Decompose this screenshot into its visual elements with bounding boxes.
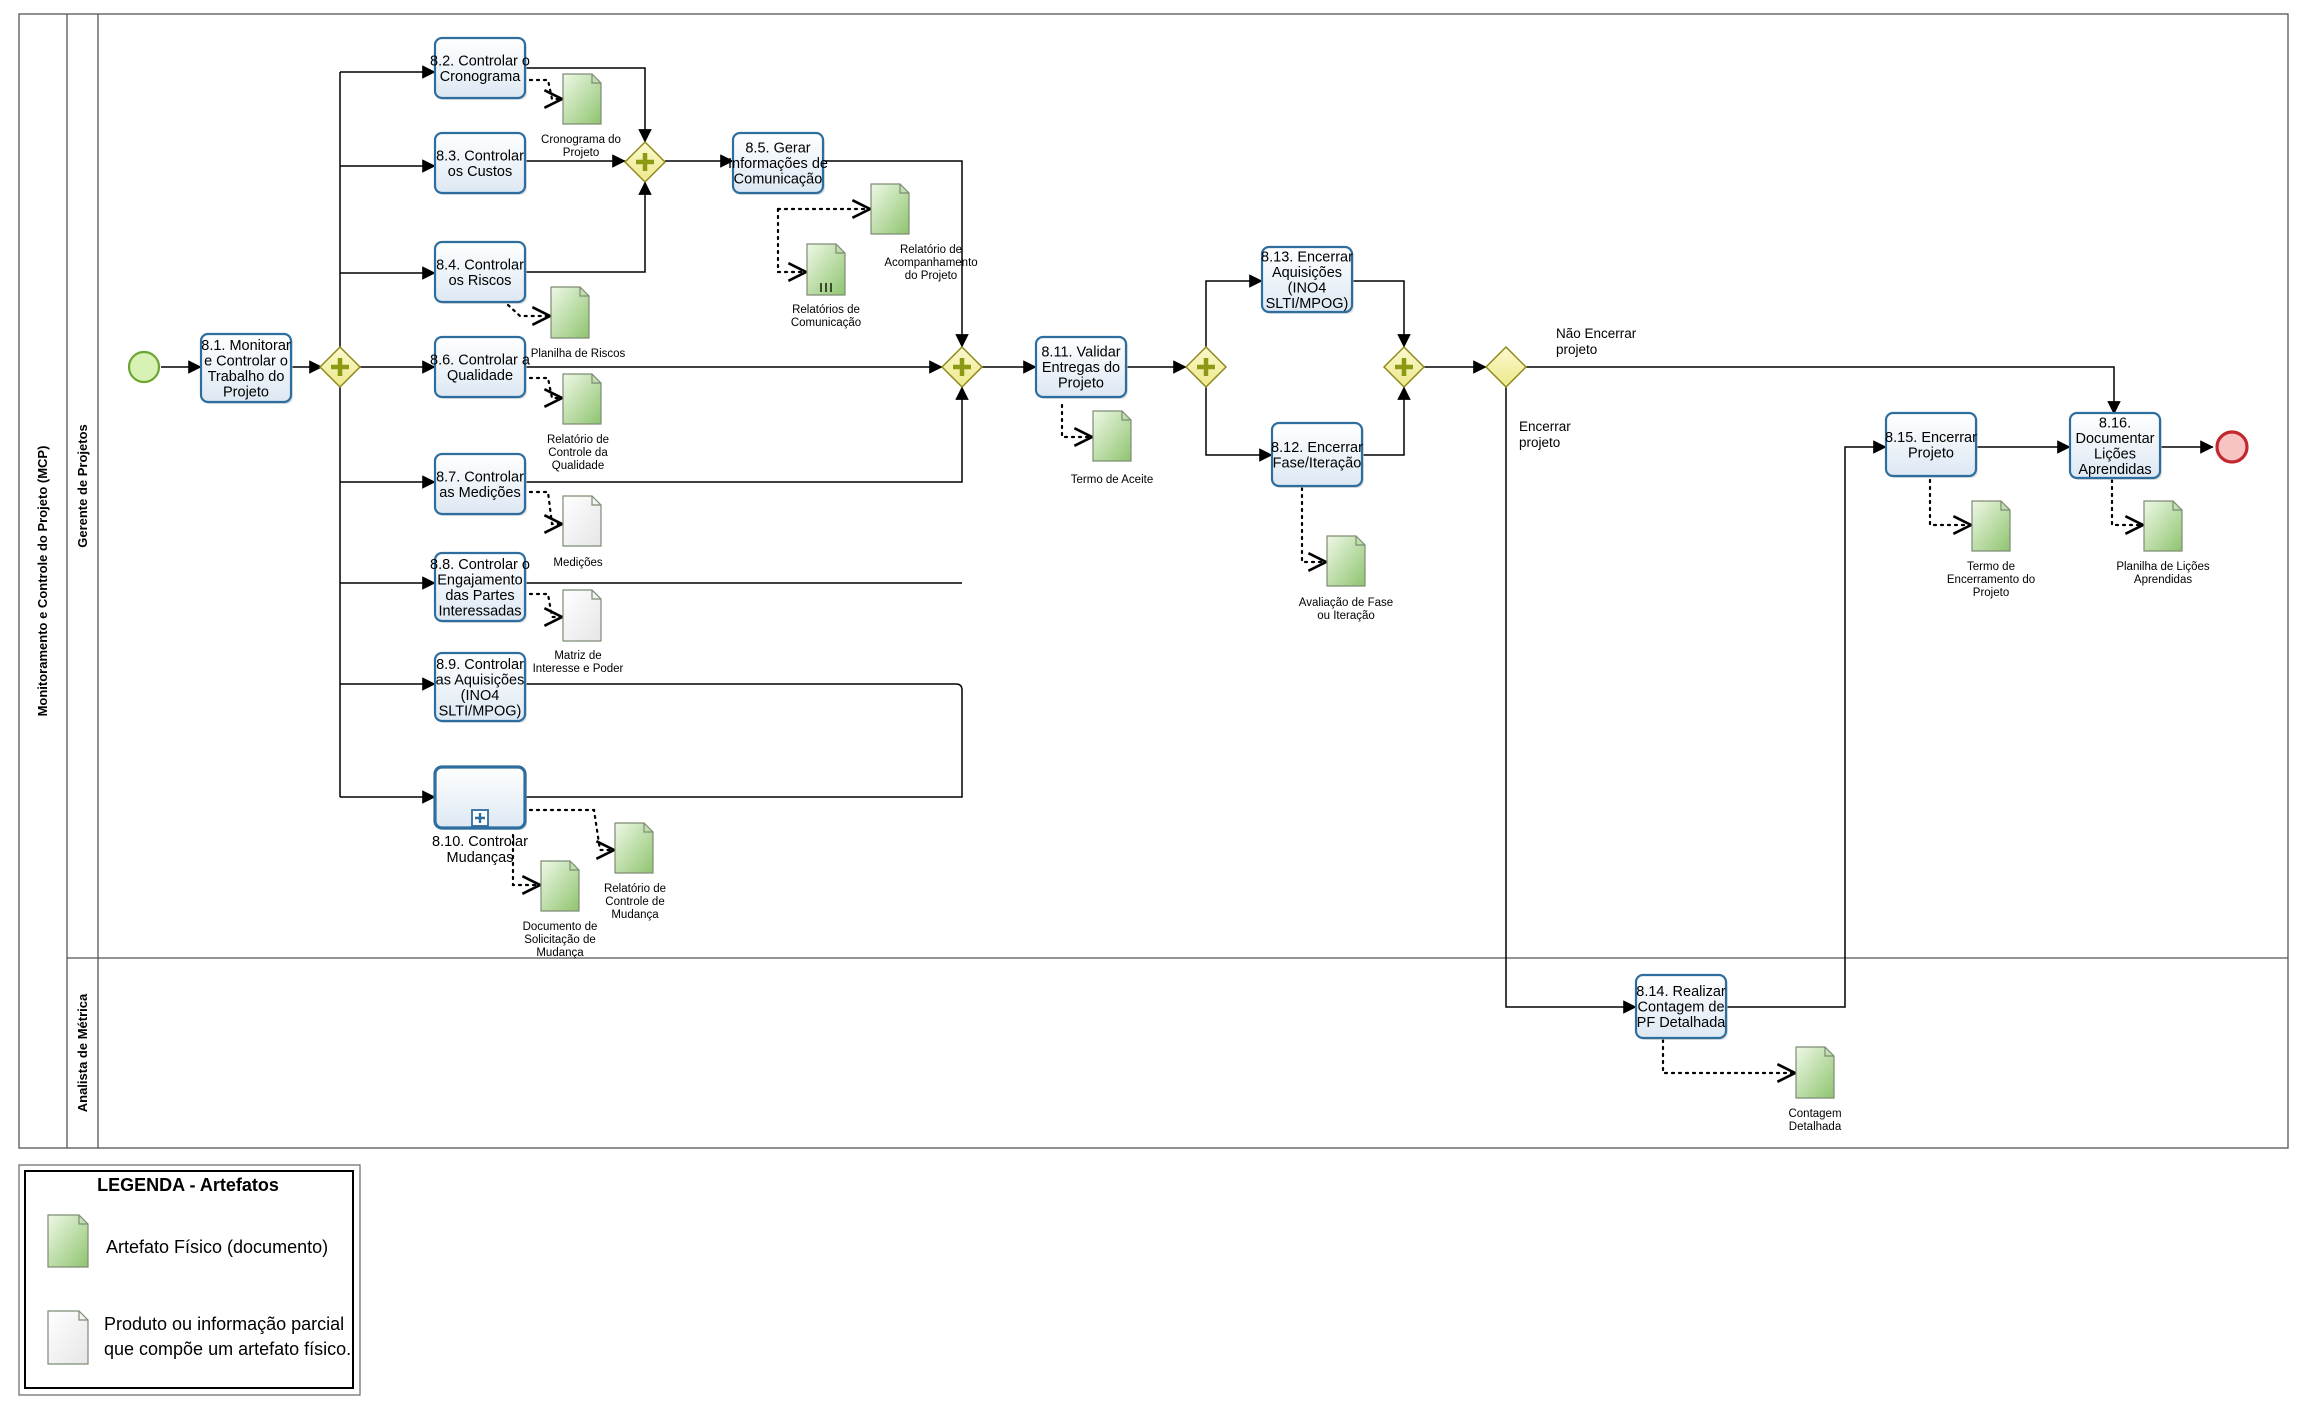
pool-title: Monitoramento e Controle do Projeto (MCP… [35,446,50,717]
artifact-a10-icon[interactable] [1092,410,1132,462]
gateway-parallel-join-comunicacao[interactable] [623,140,667,184]
gateway-exclusive-encerrar[interactable] [1484,345,1528,389]
legend-item-label: Artefato Físico (documento) [106,1237,328,1257]
artifact-a2-icon[interactable] [870,183,910,235]
artifact-label: Medições [553,557,602,569]
lane-title-analista: Analista de Métrica [75,993,90,1112]
artifact-a7-icon[interactable] [562,589,602,642]
artifact-a1-icon[interactable] [562,73,602,125]
legend-fisico-icon[interactable] [47,1214,89,1268]
artifact-label: Termo de Aceite [1071,474,1153,486]
legend-parcial-icon[interactable] [47,1310,89,1365]
subprocess-plus-icon[interactable] [471,809,489,827]
label-encerrar: Encerrar projeto [1519,419,1575,450]
gateway-parallel-join-encerramento[interactable] [1382,345,1426,389]
sequence-flows [161,65,2214,1014]
start-event[interactable] [127,350,161,384]
gateway-parallel-join-controle[interactable] [940,345,984,389]
artifact-a5-icon[interactable] [562,373,602,425]
artifact-a13-icon[interactable] [2143,500,2183,552]
artifact-a14-icon[interactable] [1795,1046,1835,1099]
label-nao-encerrar: Não Encerrar projeto [1556,326,1640,357]
artifact-a11-icon[interactable] [1326,535,1366,587]
associations [506,78,2143,1073]
end-event[interactable] [2215,430,2249,464]
legend-title: LEGENDA - Artefatos [97,1175,279,1195]
lane-title-gerente: Gerente de Projetos [75,424,90,548]
artifact-a4-icon[interactable] [550,286,590,339]
gateway-parallel-split-encerramento[interactable] [1184,345,1228,389]
artifact-label: Planilha de Riscos [531,348,626,360]
artifact-a8-icon[interactable] [614,822,654,874]
artifact-a3-icon[interactable] [806,243,846,296]
gateway-parallel-split[interactable] [318,345,362,389]
artifact-a6-icon[interactable] [562,495,602,547]
pool [18,13,2289,1149]
artifact-a12-icon[interactable] [1971,500,2011,552]
legend-items: Artefato Físico (documento) Produto ou in… [47,1214,351,1365]
artifact-a9-icon[interactable] [540,860,580,912]
